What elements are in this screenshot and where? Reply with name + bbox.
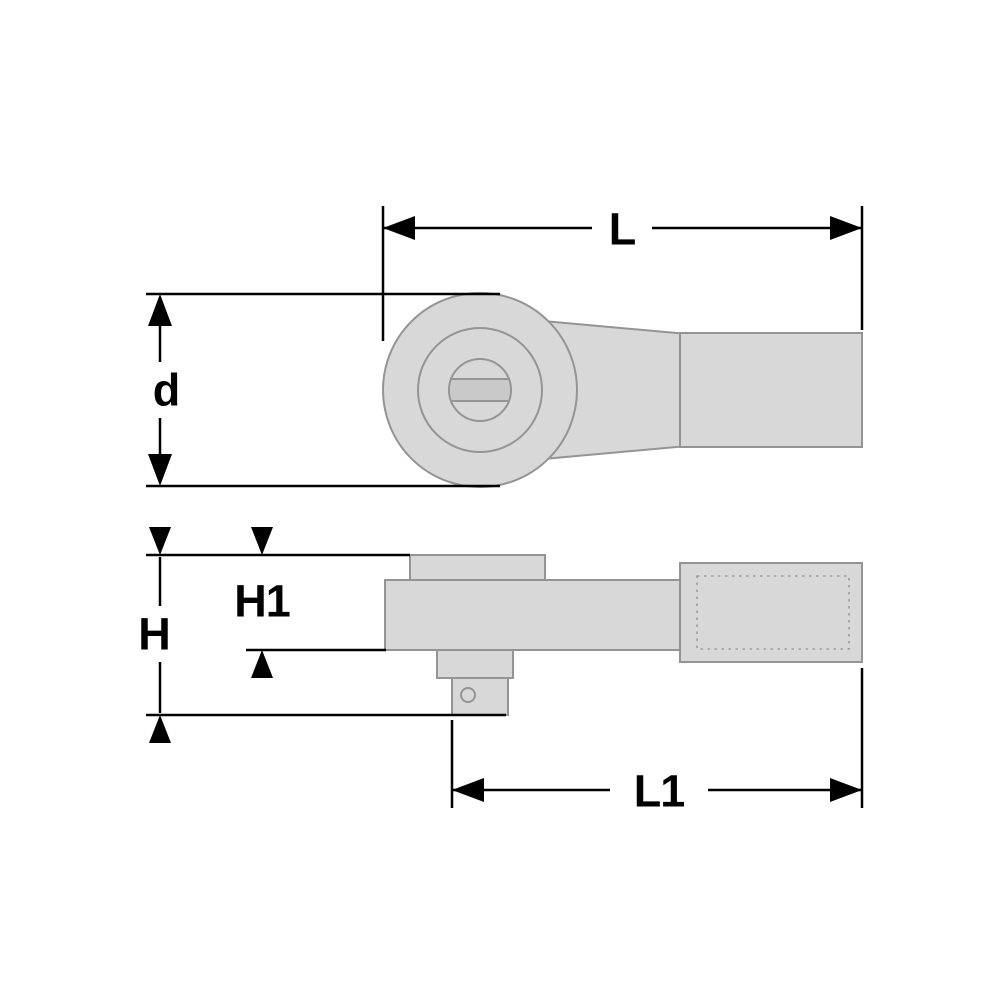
arrow-left-icon	[383, 216, 415, 240]
arrow-right-icon	[830, 778, 862, 802]
dimension-overall-length: L	[381, 204, 864, 341]
ratchet-handle-top-view	[679, 332, 863, 448]
dimension-label-H1: H1	[234, 576, 290, 627]
grip-hidden-edge-dashed-outline	[696, 575, 850, 650]
drive-square	[451, 677, 509, 716]
ratchet-top-view	[382, 292, 863, 488]
arrow-down-icon	[251, 527, 273, 555]
ratchet-side-view	[384, 554, 863, 716]
arrow-up-icon	[149, 715, 171, 743]
arrow-right-icon	[830, 216, 862, 240]
drive-pin-hole	[460, 687, 476, 703]
arrow-down-icon	[149, 527, 171, 555]
arrow-up-icon	[251, 650, 273, 678]
dimension-label-L: L	[609, 204, 636, 255]
dimension-label-d: d	[153, 365, 180, 416]
dimension-head-diameter: d	[146, 292, 500, 488]
dimension-label-L1: L1	[634, 766, 685, 817]
dimension-heights: H H1	[138, 527, 506, 743]
ratchet-head-top-plate	[409, 554, 546, 581]
drive-collar	[436, 649, 514, 679]
dimension-label-H: H	[138, 609, 170, 660]
arrow-down-icon	[148, 454, 172, 486]
arrow-up-icon	[148, 294, 172, 326]
ratchet-screw-slot	[450, 378, 510, 402]
ratchet-grip-side-view	[679, 562, 863, 663]
dimension-handle-length: L1	[450, 668, 864, 817]
arrow-left-icon	[452, 778, 484, 802]
